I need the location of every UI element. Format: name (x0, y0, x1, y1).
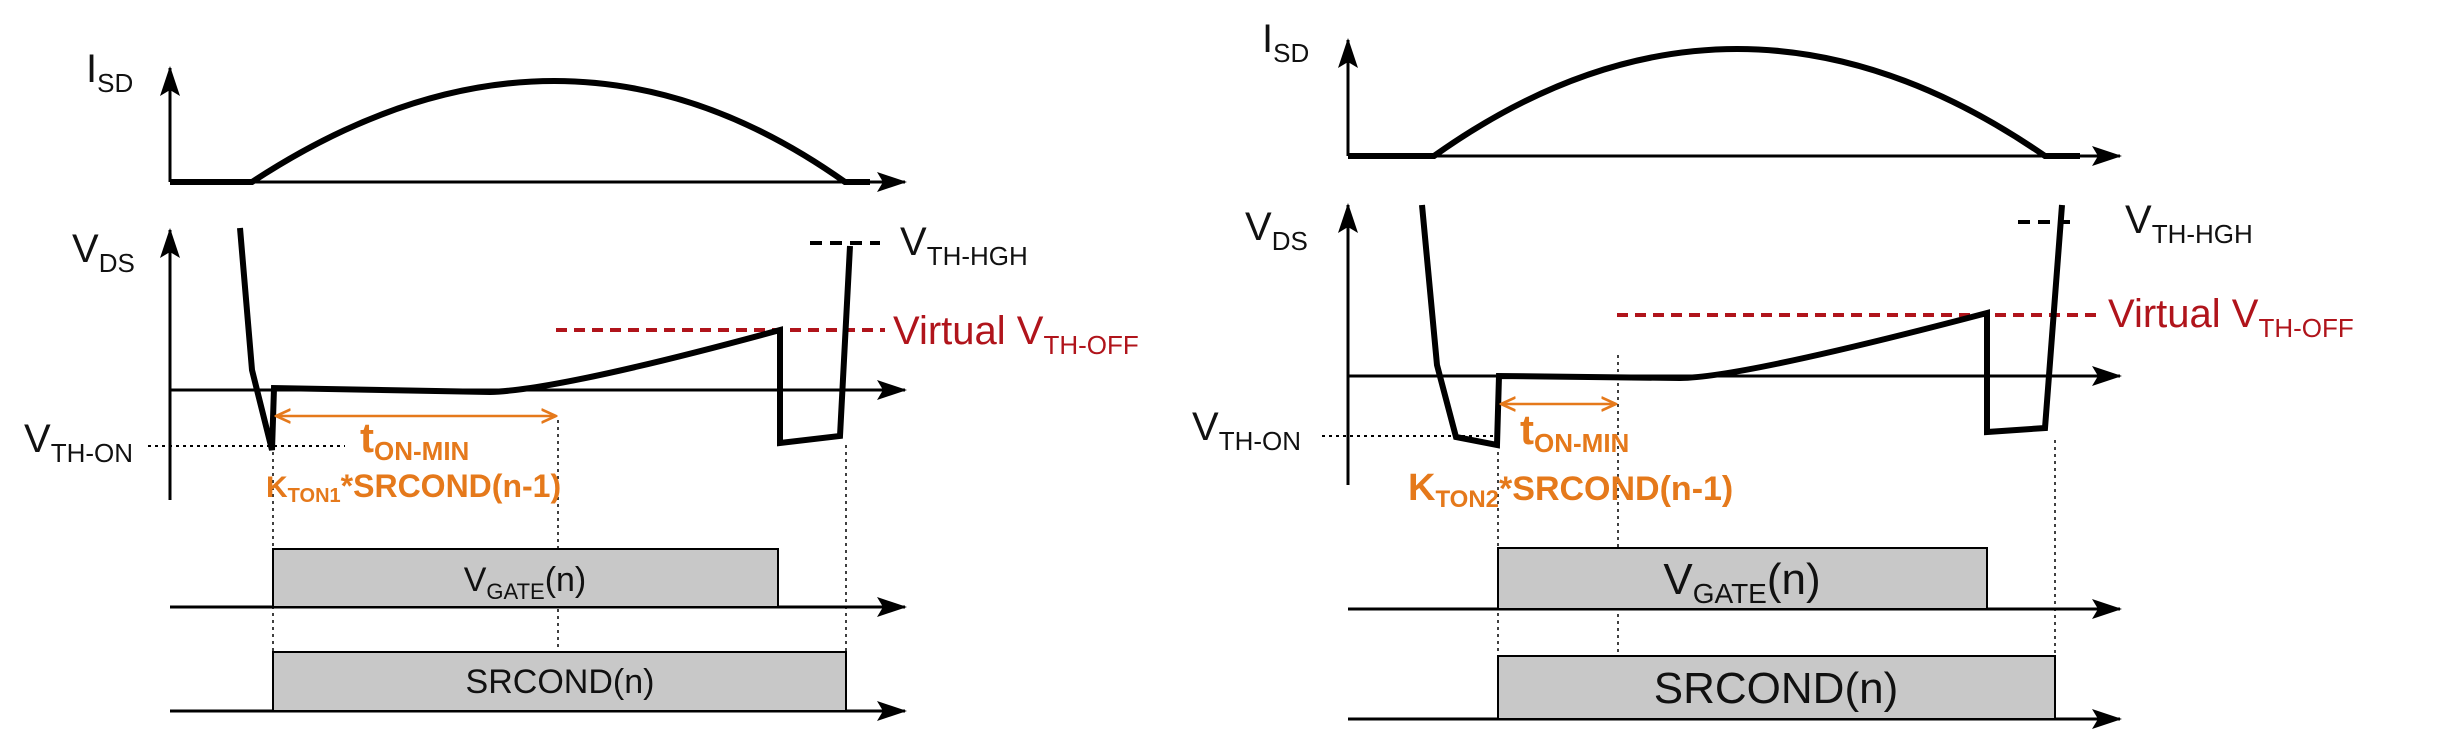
left-vgate-label: VGATE(n) (464, 561, 587, 604)
right-panel: ISD VDS VTH-HGH Virtual VTH-OFF VTH-ON t… (1192, 17, 2354, 729)
left-vth-hgh-label: VTH-HGH (900, 220, 1028, 271)
left-vgate-box (272, 548, 779, 608)
left-vth-off-label: Virtual VTH-OFF (893, 309, 1139, 360)
left-isd-waveform (170, 78, 870, 185)
left-vds-waveform (237, 227, 853, 451)
left-ton-min-label: tON-MIN (360, 414, 469, 466)
right-srcond-box (1497, 655, 2056, 720)
left-srcond-label: SRCOND(n) (466, 663, 655, 701)
right-vds-label: VDS (1245, 205, 1308, 256)
left-srcond-box (272, 651, 847, 712)
right-srcond-label: SRCOND(n) (1654, 664, 1898, 713)
right-ton-min-label: tON-MIN (1520, 406, 1629, 458)
right-vgate-label: VGATE(n) (1663, 555, 1820, 609)
right-vth-on-label: VTH-ON (1192, 405, 1301, 456)
right-vgate-box (1497, 547, 1988, 610)
right-vds-waveform (1419, 204, 2065, 449)
left-vds-label: VDS (72, 227, 135, 278)
left-isd-label: ISD (86, 47, 133, 98)
right-isd-waveform (1348, 46, 2080, 159)
left-panel: ISD VDS VTH-HGH Virtual VTH-OFF VTH-ON t… (24, 47, 1139, 721)
left-vth-on-label: VTH-ON (24, 417, 133, 468)
left-kton-label: KTON1*SRCOND(n-1) (266, 468, 561, 507)
right-vth-hgh-label: VTH-HGH (2125, 198, 2253, 249)
right-kton-label: KTON2*SRCOND(n-1) (1408, 467, 1733, 513)
right-vth-off-label: Virtual VTH-OFF (2108, 292, 2354, 343)
right-isd-label: ISD (1262, 17, 1309, 68)
